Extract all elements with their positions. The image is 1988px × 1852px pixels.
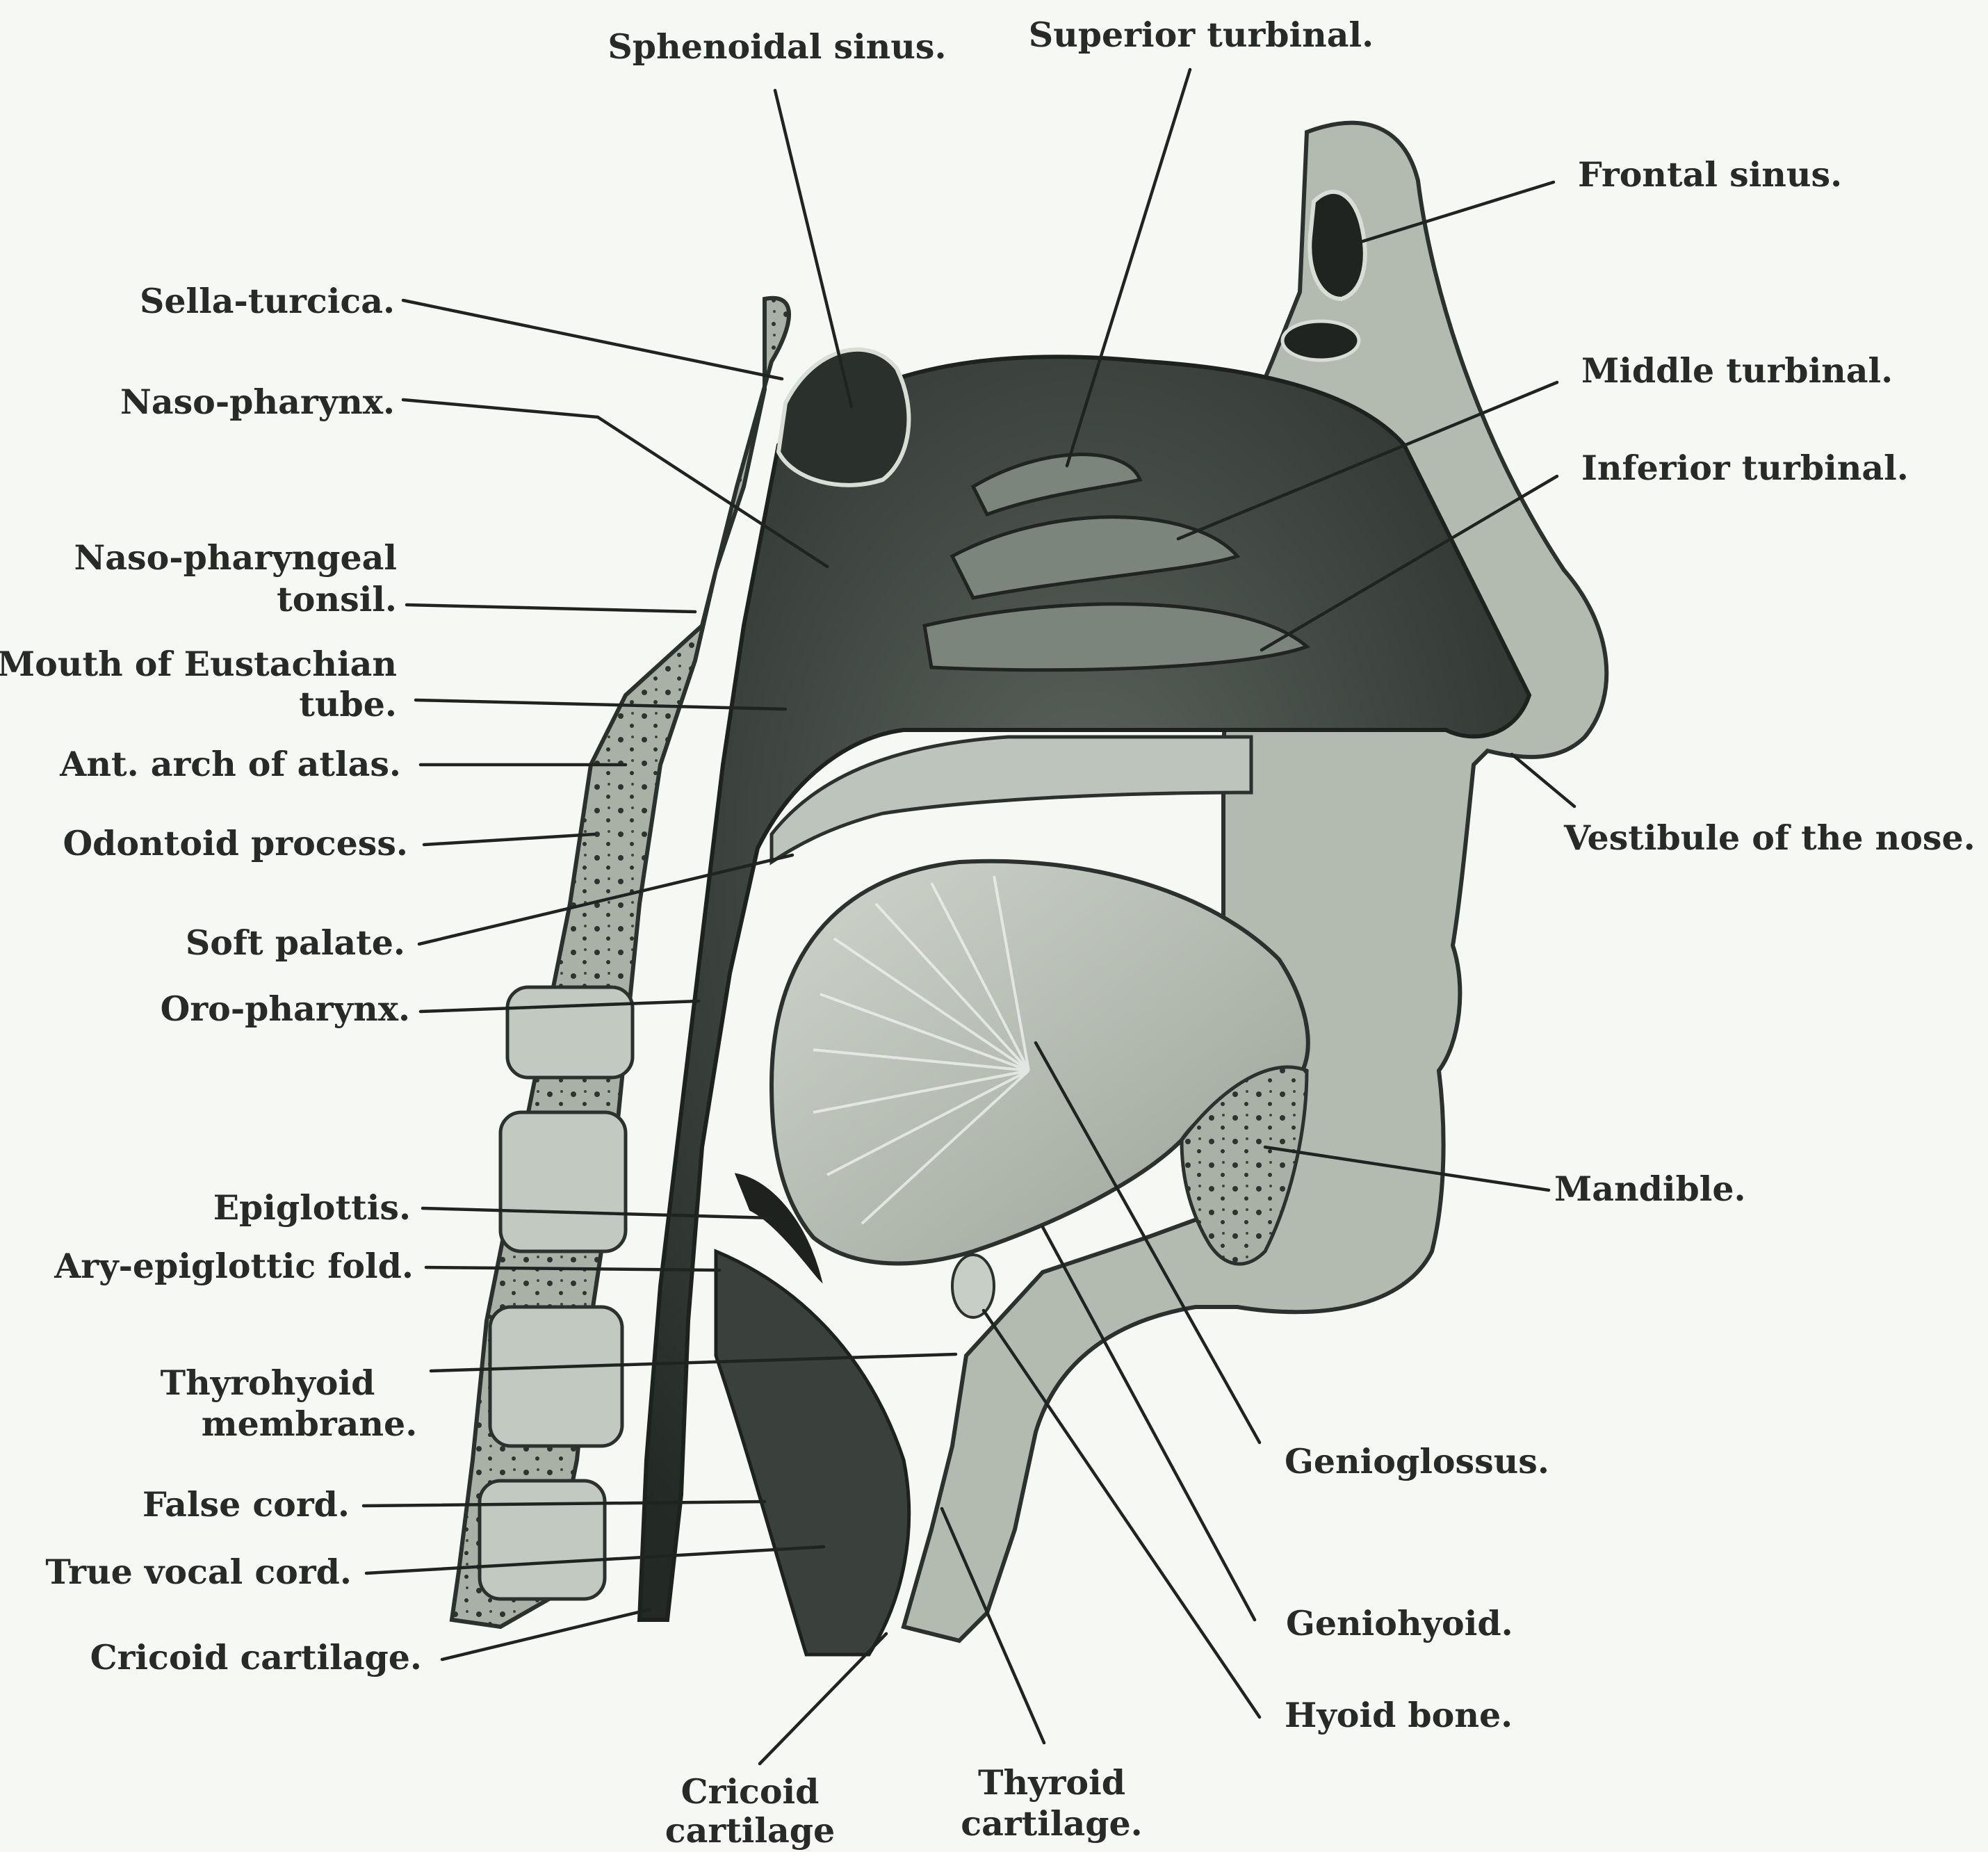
hyoid-bone-shape bbox=[952, 1255, 994, 1317]
label-genioglossus: Genioglossus. bbox=[1285, 1441, 1549, 1481]
label-cricoid-bottom-line2: cartilage bbox=[665, 1810, 835, 1851]
label-geniohyoid: Geniohyoid. bbox=[1286, 1603, 1513, 1643]
anatomy-artwork bbox=[452, 123, 1606, 1655]
label-thyrohyoid-line2: membrane. bbox=[202, 1404, 418, 1444]
label-ary-epiglottic-fold: Ary-epiglottic fold. bbox=[54, 1246, 414, 1286]
label-mouth-eustachian-line2: tube. bbox=[299, 684, 397, 724]
label-naso-pharyngeal-tonsil-line2: tonsil. bbox=[277, 579, 397, 619]
label-mouth-eustachian-line1: Mouth of Eustachian bbox=[0, 644, 397, 684]
label-thyroid-cartilage-line1: Thyroid bbox=[978, 1762, 1125, 1803]
label-cricoid-cartilage-left: Cricoid cartilage. bbox=[90, 1637, 422, 1678]
label-naso-pharynx: Naso-pharynx. bbox=[120, 382, 395, 422]
label-soft-palate: Soft palate. bbox=[186, 923, 405, 963]
label-vestibule-nose: Vestibule of the nose. bbox=[1563, 818, 1975, 858]
label-inferior-turbinal: Inferior turbinal. bbox=[1581, 448, 1909, 488]
label-superior-turbinal: Superior turbinal. bbox=[1029, 15, 1374, 55]
label-cricoid-bottom-line1: Cricoid bbox=[681, 1771, 820, 1812]
larynx bbox=[716, 1251, 909, 1655]
label-naso-pharyngeal-tonsil-line1: Naso-pharyngeal bbox=[74, 537, 398, 578]
frontal-sinus bbox=[1310, 192, 1365, 299]
label-true-vocal-cord: True vocal cord. bbox=[45, 1552, 352, 1592]
label-ant-arch-atlas: Ant. arch of atlas. bbox=[59, 744, 401, 784]
label-sphenoidal-sinus: Sphenoidal sinus. bbox=[608, 26, 946, 67]
label-epiglottis: Epiglottis. bbox=[213, 1187, 411, 1228]
label-odontoid-process: Odontoid process. bbox=[63, 823, 408, 863]
label-false-cord: False cord. bbox=[142, 1484, 350, 1525]
label-oro-pharynx: Oro-pharynx. bbox=[161, 989, 410, 1029]
label-middle-turbinal: Middle turbinal. bbox=[1581, 350, 1893, 391]
label-thyroid-cartilage-line2: cartilage. bbox=[961, 1803, 1143, 1844]
hard-palate bbox=[772, 737, 1251, 862]
label-hyoid-bone: Hyoid bone. bbox=[1285, 1695, 1513, 1735]
label-thyrohyoid-line1: Thyrohyoid bbox=[161, 1363, 375, 1403]
label-sella-turcica: Sella-turcica. bbox=[140, 281, 395, 321]
label-frontal-sinus: Frontal sinus. bbox=[1578, 154, 1842, 195]
label-mandible: Mandible. bbox=[1554, 1169, 1746, 1209]
